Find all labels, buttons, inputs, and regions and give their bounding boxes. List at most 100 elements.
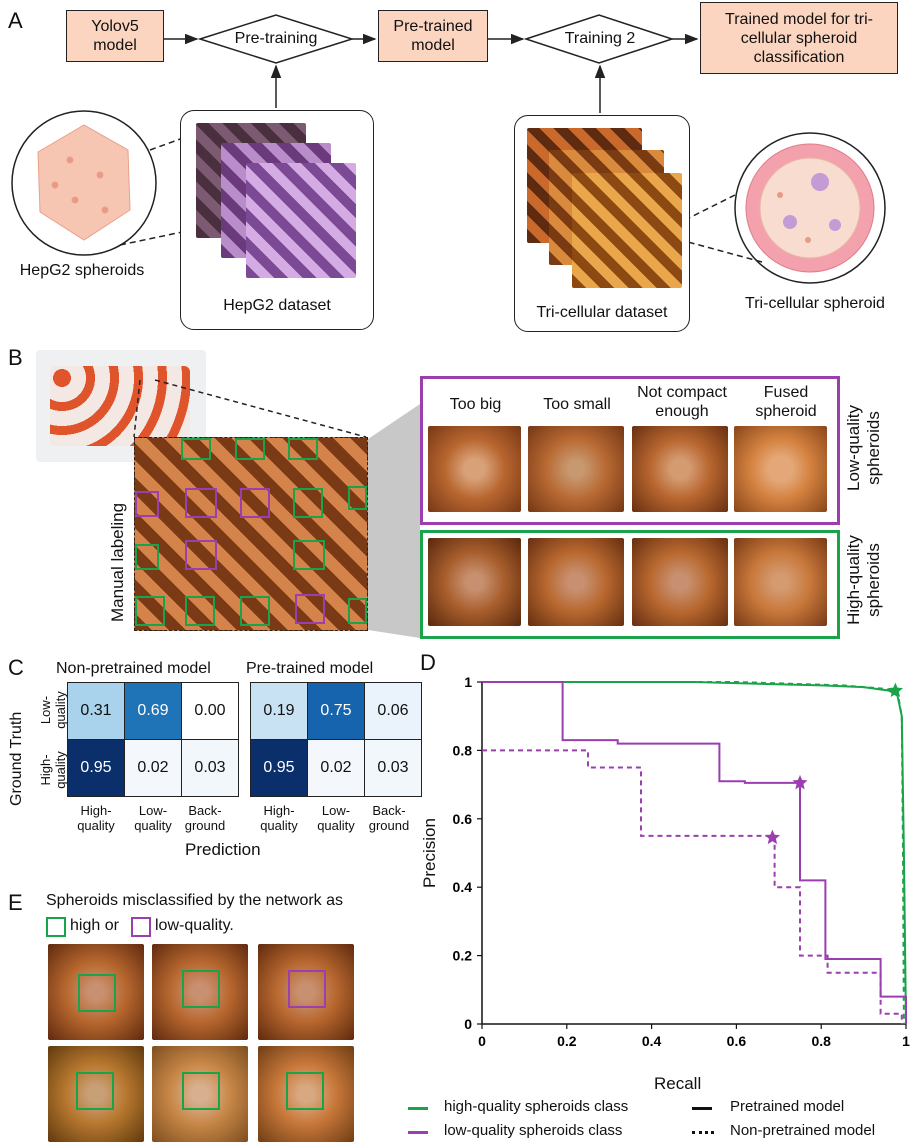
col-label-too-small: Too small bbox=[543, 396, 611, 413]
cm2-cell-0-2: 0.06 bbox=[364, 682, 422, 740]
yolo-box: Yolov5 model bbox=[66, 10, 164, 62]
tri-image-3 bbox=[572, 173, 682, 288]
pretrained-box-label: Pre-trained model bbox=[393, 18, 473, 54]
panel-d-letter: D bbox=[420, 650, 436, 675]
high-quality-tile-3 bbox=[632, 538, 728, 626]
hepg2-spheroids-caption: HepG2 spheroids bbox=[19, 262, 145, 279]
low-quality-row-text: Low-quality spheroids bbox=[844, 405, 883, 491]
legend-green-line bbox=[408, 1107, 428, 1110]
low-quality-tile-3 bbox=[632, 426, 728, 512]
chart-xlabel: Recall bbox=[654, 1074, 702, 1093]
series-star-0 bbox=[887, 682, 903, 697]
high-quality-frame bbox=[420, 530, 840, 639]
misclassified-tile-2 bbox=[152, 944, 248, 1040]
hepg2-image-3 bbox=[246, 163, 356, 278]
manual-labeling-grid bbox=[134, 437, 368, 631]
panel-b-letter: B bbox=[8, 345, 23, 370]
hepg2-dataset-box: HepG2 dataset bbox=[180, 110, 374, 330]
pretrained-box: Pre-trained model bbox=[378, 10, 488, 62]
cm1-col-high: High-quality bbox=[77, 803, 115, 833]
green-square-icon bbox=[46, 917, 66, 937]
legend-solid-line bbox=[692, 1107, 712, 1110]
row-label-high: High-quality bbox=[38, 740, 68, 800]
panel-c-letter: C bbox=[8, 655, 24, 680]
legend-dashed-label: Non-pretrained model bbox=[730, 1122, 876, 1139]
high-quality-tile-1 bbox=[428, 538, 521, 626]
low-quality-row-label: Low-quality spheroids bbox=[844, 378, 884, 518]
misclassified-tile-6 bbox=[258, 1046, 354, 1142]
legend-dashed-line bbox=[692, 1131, 714, 1134]
tri-spheroid-caption: Tri-cellular spheroid bbox=[745, 295, 885, 312]
x-tick-label: 0 bbox=[478, 1033, 486, 1049]
high-quality-tile-4 bbox=[734, 538, 827, 626]
hepg2-cells-illustration bbox=[37, 124, 131, 241]
panel-e-title: Spheroids misclassified by the network a… bbox=[46, 892, 344, 909]
row-label-high-text: High-quality bbox=[38, 751, 68, 789]
zoom-lines-svg bbox=[133, 379, 420, 638]
cm2-col-low: Low-quality bbox=[317, 803, 355, 833]
col-label-fused: Fused spheroid bbox=[755, 384, 817, 420]
cm1-col-bg: Back-ground bbox=[184, 803, 226, 833]
y-tick-label: 0.6 bbox=[453, 811, 473, 827]
panel-e-letter: E bbox=[8, 890, 23, 915]
training2-label: Training 2 bbox=[564, 30, 636, 47]
low-quality-tile-1 bbox=[428, 426, 521, 512]
yolo-box-label: Yolov5 model bbox=[91, 18, 139, 54]
chart-ylabel: Precision bbox=[420, 818, 439, 888]
cm1-cell-1-1: 0.02 bbox=[124, 739, 182, 797]
col-label-not-compact: Not compact enough bbox=[637, 384, 727, 420]
x-tick-label: 0.2 bbox=[557, 1033, 577, 1049]
ground-truth-label: Ground Truth bbox=[8, 711, 25, 806]
y-tick-label: 0.4 bbox=[453, 879, 473, 895]
cm2-cell-0-1: 0.75 bbox=[307, 682, 365, 740]
high-or-label: high or bbox=[70, 917, 119, 934]
purple-square-icon bbox=[131, 917, 151, 937]
series-line-2 bbox=[482, 681, 907, 1024]
x-tick-label: 0.4 bbox=[642, 1033, 662, 1049]
tri-dataset-box: Tri-cellular dataset bbox=[514, 115, 690, 332]
hepg2-dataset-caption: HepG2 dataset bbox=[223, 297, 331, 314]
legend-green-label: high-quality spheroids class bbox=[444, 1098, 629, 1115]
prediction-label: Prediction bbox=[185, 840, 261, 859]
tri-dataset-caption: Tri-cellular dataset bbox=[536, 304, 668, 321]
cm2-title: Pre-trained model bbox=[246, 660, 374, 677]
low-quality-label: low-quality. bbox=[155, 917, 234, 934]
legend-purple-label: low-quality spheroids class bbox=[444, 1122, 623, 1139]
y-tick-label: 0.2 bbox=[453, 948, 473, 964]
cm1-cell-0-2: 0.00 bbox=[181, 682, 239, 740]
high-quality-tile-2 bbox=[528, 538, 624, 626]
high-quality-row-label: High-quality spheroids bbox=[844, 520, 884, 640]
low-quality-tile-4 bbox=[734, 426, 827, 512]
low-quality-tile-2 bbox=[528, 426, 624, 512]
cm1-cell-1-2: 0.03 bbox=[181, 739, 239, 797]
cm1-col-low: Low-quality bbox=[134, 803, 172, 833]
grid-labels-svg bbox=[135, 438, 367, 626]
misclassified-tile-1 bbox=[48, 944, 144, 1040]
series-line-3 bbox=[482, 749, 903, 1024]
series-line-0 bbox=[482, 681, 907, 1025]
trained-box-label: Trained model for tri-cellular spheroid … bbox=[725, 10, 873, 66]
manual-labeling-label: Manual labeling bbox=[108, 502, 127, 622]
y-tick-label: 1 bbox=[464, 674, 472, 690]
legend-purple-line bbox=[408, 1131, 428, 1134]
pretraining-label: Pre-training bbox=[234, 30, 318, 47]
panel-a-flow-svg bbox=[11, 14, 886, 284]
x-tick-label: 0.8 bbox=[811, 1033, 831, 1049]
cm1-title: Non-pretrained model bbox=[56, 660, 211, 677]
cm1-cell-1-0: 0.95 bbox=[67, 739, 125, 797]
cm2-cell-1-2: 0.03 bbox=[364, 739, 422, 797]
hepg2-image-stack bbox=[196, 123, 356, 278]
series-star-3 bbox=[764, 829, 780, 845]
x-tick-label: 1 bbox=[902, 1033, 910, 1049]
col-label-too-big: Too big bbox=[449, 396, 502, 413]
row-label-low: Low-quality bbox=[38, 680, 68, 740]
misclassified-tile-3 bbox=[258, 944, 354, 1040]
legend-solid-label: Pretrained model bbox=[730, 1098, 845, 1115]
cm1-cell-0-1: 0.69 bbox=[124, 682, 182, 740]
low-quality-frame bbox=[420, 376, 840, 525]
x-tick-label: 0.6 bbox=[727, 1033, 747, 1049]
cm2-cell-1-1: 0.02 bbox=[307, 739, 365, 797]
y-tick-label: 0 bbox=[464, 1016, 472, 1032]
row-label-low-text: Low-quality bbox=[38, 691, 68, 729]
